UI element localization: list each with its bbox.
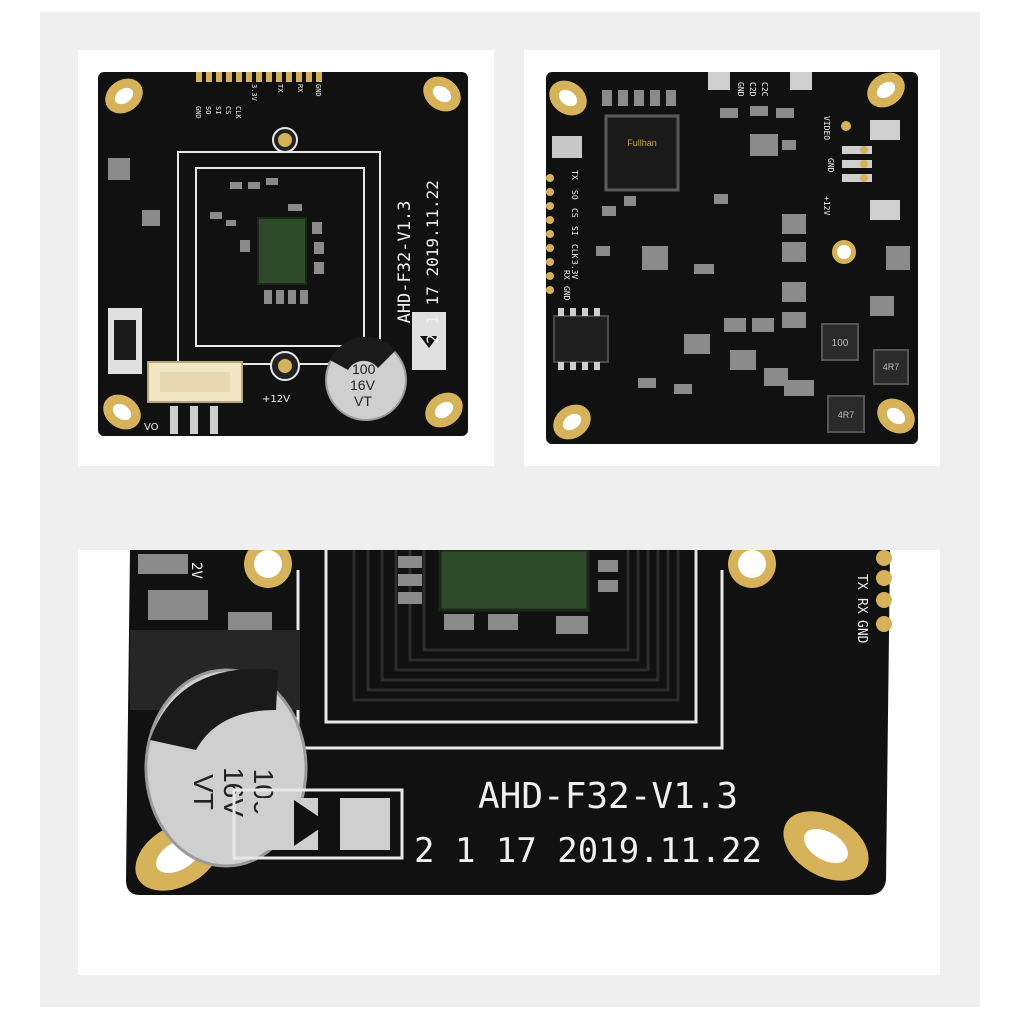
- cap-series: VT: [354, 393, 372, 409]
- plus-12v-label: +12V: [822, 196, 831, 215]
- front-board-svg: GND SO SI CS CLK 3.3V TX RX GND: [98, 72, 468, 436]
- silk-inner-outline: [195, 167, 365, 347]
- video-pad: [870, 120, 900, 140]
- conn-label: C2C: [760, 82, 769, 97]
- edge-pads: [876, 550, 892, 632]
- closeup-svg: TX RX GND 2V 100 16V VT AHD-F32-V1.3 2 1…: [126, 550, 892, 895]
- pin-label: GND: [562, 286, 571, 301]
- cap-value: 100: [352, 361, 376, 377]
- header-label: CLK: [234, 106, 242, 119]
- cap-voltage: 16V: [350, 377, 376, 393]
- pin-label: CLK: [570, 244, 579, 259]
- pin-label: SO: [570, 190, 579, 200]
- mounting-holes: [103, 76, 463, 430]
- electrolytic-capacitor: 100 16V VT: [325, 336, 407, 421]
- crystal: [552, 136, 582, 158]
- inductor-label: 100: [832, 338, 849, 349]
- diode-symbol: [294, 800, 328, 846]
- soc-brand: Fullhan: [627, 138, 657, 148]
- pcb-board: [546, 72, 918, 444]
- smd-components: [596, 90, 910, 396]
- header-label: 3.3V: [250, 84, 258, 102]
- sensor-chip: [438, 550, 590, 612]
- pin-label: 3.3V: [570, 260, 579, 279]
- inductor: [827, 395, 865, 433]
- gnd-label: GND: [826, 158, 835, 173]
- via: [841, 121, 851, 131]
- date-text: 2 1 17 2019.11.22: [423, 180, 442, 344]
- top-pad: [708, 72, 730, 90]
- pin-label: TX: [570, 170, 579, 180]
- top-pad: [790, 72, 812, 90]
- inductor-label: 4R7: [838, 410, 855, 420]
- model-text: AHD-F32-V1.3: [478, 776, 738, 817]
- pin-labels: TX RX GND: [854, 574, 869, 644]
- pin-label: TX: [854, 574, 869, 590]
- inductor: [821, 323, 859, 361]
- diode-outline: [232, 788, 404, 860]
- smd-components: [138, 554, 618, 634]
- so8-chip: [553, 315, 609, 363]
- header-label: CS: [224, 106, 232, 114]
- model-text: AHD-F32-V1.3: [395, 201, 415, 324]
- pin-label: SI: [570, 226, 579, 236]
- inductor-label: 4R7: [883, 362, 900, 372]
- inductor: [873, 349, 909, 385]
- date-text: 2 1 17 2019.11.22: [414, 831, 762, 871]
- soc-chip: [604, 114, 680, 192]
- video-label: VIDEO: [822, 116, 831, 140]
- header-label: SI: [214, 106, 222, 114]
- back-board-svg: TX SO CS SI CLK 3.3V RX GND Fullhan GND …: [546, 72, 918, 444]
- mounting-holes: [549, 72, 915, 440]
- header-label: GND: [194, 106, 202, 119]
- pin-label: CS: [570, 208, 579, 218]
- header-pads: [196, 72, 322, 82]
- header-label: TX: [276, 84, 284, 93]
- back-board-photo: TX SO CS SI CLK 3.3V RX GND Fullhan GND …: [524, 50, 940, 466]
- pin-labels: TX SO CS SI CLK 3.3V RX GND: [562, 170, 579, 301]
- front-board-photo: GND SO SI CS CLK 3.3V TX RX GND: [78, 50, 494, 466]
- sensor-chip: [257, 217, 307, 285]
- power-pad: [870, 200, 900, 220]
- left-edge-pads: [546, 174, 554, 294]
- pin-label: GND: [854, 620, 869, 644]
- plus-12v-label: 2V: [188, 562, 204, 579]
- vo-label: VO: [144, 422, 159, 433]
- plus-12v-label: +12V: [262, 394, 290, 405]
- conn-label: GND: [736, 82, 745, 97]
- conn-labels: GND C2D C2C: [736, 82, 769, 97]
- header-label: GND: [314, 84, 322, 97]
- pin-label: RX: [854, 598, 869, 614]
- lens-hole-top-pad: [278, 133, 292, 147]
- silk-inner-outline: [324, 550, 698, 724]
- header-label: RX: [296, 84, 304, 93]
- header-label: SO: [204, 106, 212, 114]
- trace-lines: [352, 550, 680, 702]
- conn-label: C2D: [748, 82, 757, 97]
- closeup-photo: TX RX GND 2V 100 16V VT AHD-F32-V1.3 2 1…: [78, 550, 940, 975]
- lens-hole-bottom-pad: [278, 359, 292, 373]
- diode-pad: [340, 798, 390, 850]
- pin-label: RX: [562, 270, 571, 280]
- header-labels: GND SO SI CS CLK 3.3V TX RX GND: [194, 84, 322, 119]
- diode-symbol: [420, 336, 438, 348]
- cap-series: VT: [188, 774, 219, 810]
